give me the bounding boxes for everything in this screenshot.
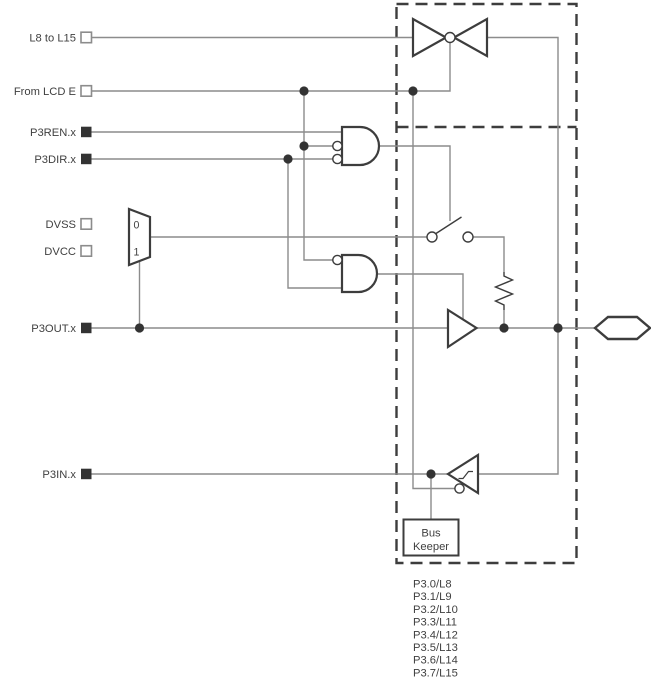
pin-label: P3.4/L12 bbox=[413, 629, 458, 641]
label-l8-to-l15: L8 to L15 bbox=[29, 33, 76, 45]
switch-lever bbox=[435, 216, 462, 235]
wire-ren-gate-output bbox=[380, 145, 451, 221]
wire-p3dir-branch bbox=[287, 159, 342, 289]
wire-dir-gate-output bbox=[377, 273, 464, 319]
pin-label: P3.7/L15 bbox=[413, 667, 458, 679]
bus-keeper: Bus Keeper bbox=[402, 518, 460, 557]
signal-labels: L8 to L15 From LCD E P3REN.x P3DIR.x DVS… bbox=[14, 33, 77, 482]
switch-terminal bbox=[462, 231, 474, 243]
terminal-l8-to-l15 bbox=[80, 31, 93, 44]
terminal-p3out bbox=[81, 322, 92, 334]
wire-lcd-e-branch-gates bbox=[303, 91, 334, 261]
label-dvcc: DVCC bbox=[44, 246, 76, 258]
switch-terminal bbox=[426, 231, 438, 243]
outer-dashed-box bbox=[395, 2, 578, 565]
resistor-enable-switch bbox=[426, 216, 474, 243]
wire-pad-to-lcd bbox=[487, 36, 559, 328]
mux-input-0-label: 0 bbox=[134, 220, 140, 232]
pin-label: P3.3/L11 bbox=[413, 617, 457, 629]
terminals bbox=[80, 31, 93, 480]
junction-dot bbox=[499, 323, 509, 333]
label-from-lcd-e: From LCD E bbox=[14, 86, 76, 98]
pin-list: P3.0/L8 P3.1/L9 P3.2/L10 P3.3/L11 P3.4/L… bbox=[413, 579, 458, 679]
output-driver-buffer bbox=[446, 308, 479, 350]
junction-dot bbox=[299, 141, 309, 151]
pull-resistor-mux: 0 1 bbox=[127, 207, 152, 267]
mux-body bbox=[127, 207, 152, 267]
junction-dot bbox=[134, 323, 145, 333]
junction-dots bbox=[134, 86, 563, 479]
pin-label: P3.2/L10 bbox=[413, 604, 458, 616]
bus-keeper-box bbox=[402, 518, 460, 557]
transmission-gate-right-triangle bbox=[451, 17, 489, 58]
input-schmitt-buffer bbox=[445, 453, 480, 495]
label-dvss: DVSS bbox=[46, 219, 76, 231]
mux-input-1-label: 1 bbox=[134, 247, 140, 259]
label-p3ren: P3REN.x bbox=[30, 127, 76, 139]
junction-dot bbox=[408, 86, 418, 96]
terminal-p3in bbox=[81, 468, 92, 480]
wire-from-lcd-e bbox=[91, 43, 451, 92]
pin-label: P3.5/L13 bbox=[413, 642, 458, 654]
junction-dot bbox=[553, 323, 563, 333]
label-p3dir: P3DIR.x bbox=[34, 154, 76, 166]
pull-resistor bbox=[493, 272, 515, 310]
module-boundary bbox=[395, 2, 578, 565]
schmitt-triangle bbox=[445, 453, 480, 495]
transmission-gate-control-bubble bbox=[444, 31, 456, 44]
ren-and-gate bbox=[332, 125, 381, 167]
hysteresis-icon bbox=[458, 470, 473, 480]
transmission-gate bbox=[411, 17, 489, 58]
pin-label: P3.6/L14 bbox=[413, 655, 458, 667]
pin-label: P3.1/L9 bbox=[413, 591, 452, 603]
label-p3out: P3OUT.x bbox=[31, 323, 76, 335]
inverted-input-bubble bbox=[332, 140, 343, 152]
terminal-p3dir bbox=[81, 153, 92, 165]
inverted-input-bubble bbox=[332, 153, 343, 165]
inverted-input-bubble bbox=[332, 254, 343, 266]
enable-bubble bbox=[454, 483, 465, 494]
bus-keeper-label-line1: Bus bbox=[421, 528, 441, 540]
dir-and-gate bbox=[332, 253, 379, 294]
junction-dot bbox=[283, 154, 293, 164]
junction-dot bbox=[426, 469, 436, 479]
wires bbox=[91, 36, 595, 519]
label-p3in: P3IN.x bbox=[42, 469, 76, 481]
transmission-gate-left-triangle bbox=[411, 17, 449, 58]
terminal-dvss bbox=[80, 217, 93, 230]
pad-hexagon bbox=[593, 315, 651, 341]
wire-lcd-e-branch-schmitt-enable bbox=[412, 91, 456, 490]
wire-pad-to-input-buffer bbox=[478, 328, 559, 475]
bus-keeper-label-line2: Keeper bbox=[413, 541, 449, 553]
and-gate-body bbox=[340, 125, 381, 167]
terminal-from-lcd-e bbox=[80, 84, 93, 97]
junction-dot bbox=[299, 86, 309, 96]
terminal-p3ren bbox=[81, 126, 92, 138]
wire-switch-to-resistor bbox=[473, 236, 505, 272]
terminal-dvcc bbox=[80, 244, 93, 257]
pin-label: P3.0/L8 bbox=[413, 579, 452, 591]
and-gate-body bbox=[340, 253, 379, 294]
